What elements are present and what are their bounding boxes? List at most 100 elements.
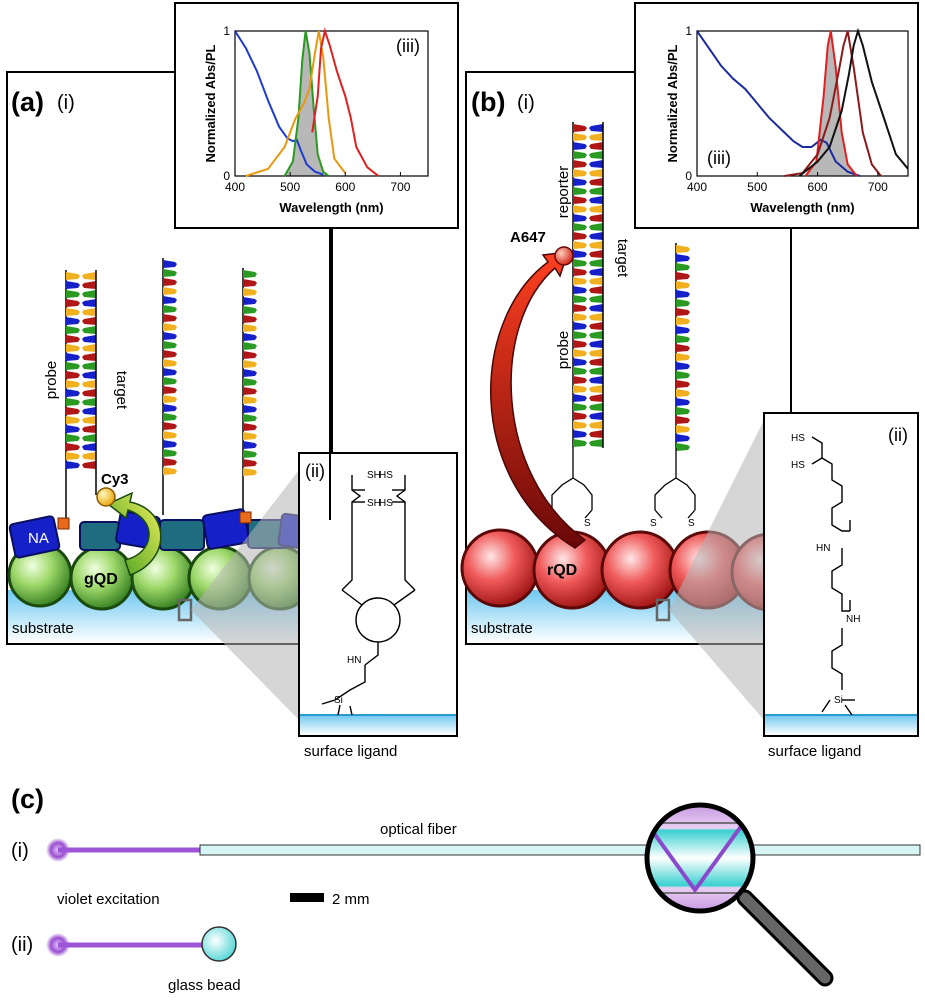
dna-base bbox=[676, 389, 690, 397]
chart-sub-label: (iii) bbox=[396, 36, 420, 56]
dna-base bbox=[243, 378, 257, 386]
dna-base bbox=[163, 395, 177, 403]
dna-base bbox=[82, 407, 96, 415]
dna-base bbox=[589, 304, 603, 312]
dna-base bbox=[163, 314, 177, 322]
x-tick-label: 700 bbox=[390, 180, 410, 194]
dna-base bbox=[573, 439, 587, 447]
dna-base bbox=[66, 461, 80, 469]
y-tick-label: 0 bbox=[223, 169, 230, 183]
svg-text:NH: NH bbox=[846, 614, 860, 625]
dna-base bbox=[589, 241, 603, 249]
dna-base bbox=[676, 281, 690, 289]
dna-base bbox=[573, 214, 587, 222]
panel-b-a647-dye bbox=[554, 246, 574, 266]
dna-base bbox=[573, 160, 587, 168]
panel-b: S S S S rQD A647 reporter probe target (… bbox=[460, 2, 919, 760]
svg-text:(ii): (ii) bbox=[888, 425, 908, 445]
panel-c: (c) (i) (ii) optical fiber violet excita… bbox=[11, 784, 921, 994]
dna-base bbox=[66, 326, 80, 334]
violet-excitation-label: violet excitation bbox=[57, 891, 160, 908]
panel-a-sub-i: (i) bbox=[57, 92, 75, 114]
dna-base bbox=[589, 169, 603, 177]
dna-base bbox=[676, 335, 690, 343]
dna-base bbox=[82, 353, 96, 361]
x-axis-label: Wavelength (nm) bbox=[750, 200, 854, 215]
panel-a-cy3-dye bbox=[96, 487, 116, 507]
y-axis-label: Normalized Abs/PL bbox=[203, 44, 218, 162]
dna-base bbox=[66, 344, 80, 352]
dna-base bbox=[589, 160, 603, 168]
dna-base bbox=[66, 416, 80, 424]
panel-b-chart-frame bbox=[634, 2, 919, 229]
dna-base bbox=[573, 250, 587, 258]
dna-base bbox=[573, 430, 587, 438]
dna-base bbox=[573, 124, 587, 132]
panel-b-dna-strands bbox=[572, 122, 690, 451]
dna-base bbox=[66, 452, 80, 460]
series-line-2 bbox=[804, 30, 858, 177]
dna-base bbox=[676, 398, 690, 406]
scale-bar bbox=[290, 893, 324, 902]
dna-base bbox=[82, 281, 96, 289]
dna-base bbox=[163, 305, 177, 313]
chart-sub-label: (iii) bbox=[707, 148, 731, 168]
dna-base bbox=[82, 317, 96, 325]
dna-base bbox=[163, 278, 177, 286]
dna-base bbox=[243, 315, 257, 323]
dna-base bbox=[243, 279, 257, 287]
svg-text:HS: HS bbox=[379, 498, 393, 509]
svg-text:HN: HN bbox=[347, 655, 361, 666]
dna-base bbox=[589, 295, 603, 303]
dna-base bbox=[82, 425, 96, 433]
dna-base bbox=[676, 434, 690, 442]
dna-base bbox=[589, 232, 603, 240]
dna-base bbox=[66, 362, 80, 370]
dna-base bbox=[163, 323, 177, 331]
dna-base bbox=[573, 385, 587, 393]
dna-base bbox=[82, 290, 96, 298]
dna-base bbox=[66, 443, 80, 451]
dna-base bbox=[589, 133, 603, 141]
dna-base bbox=[82, 389, 96, 397]
scale-bar-label: 2 mm bbox=[332, 891, 370, 908]
plot-area bbox=[234, 30, 429, 177]
dna-base bbox=[589, 178, 603, 186]
svg-text:HS: HS bbox=[791, 460, 805, 471]
dna-base bbox=[82, 344, 96, 352]
dna-base bbox=[66, 317, 80, 325]
dna-base bbox=[676, 443, 690, 451]
svg-text:HN: HN bbox=[816, 543, 830, 554]
dna-base bbox=[243, 324, 257, 332]
panel-c-sub-ii: (ii) bbox=[11, 934, 33, 956]
dna-base bbox=[163, 350, 177, 358]
dna-base bbox=[573, 169, 587, 177]
dna-base bbox=[573, 358, 587, 366]
dna-base bbox=[66, 425, 80, 433]
panel-b-target-label: target bbox=[614, 239, 631, 278]
dna-base bbox=[243, 297, 257, 305]
dna-base bbox=[82, 434, 96, 442]
dna-base bbox=[589, 439, 603, 447]
panel-a-dna-strands bbox=[65, 258, 257, 525]
dna-base bbox=[66, 353, 80, 361]
panel-b-sub-i: (i) bbox=[517, 92, 535, 114]
dna-base bbox=[573, 277, 587, 285]
dna-base bbox=[573, 241, 587, 249]
dna-base bbox=[243, 342, 257, 350]
dna-base bbox=[82, 398, 96, 406]
dna-base bbox=[243, 459, 257, 467]
dna-base bbox=[163, 296, 177, 304]
dna-base bbox=[573, 133, 587, 141]
dna-base bbox=[163, 377, 177, 385]
dna-base bbox=[676, 245, 690, 253]
dna-base bbox=[163, 359, 177, 367]
dna-base bbox=[163, 458, 177, 466]
panel-a-probe-label: probe bbox=[43, 361, 60, 399]
x-tick-label: 600 bbox=[808, 180, 828, 194]
y-axis-label: Normalized Abs/PL bbox=[665, 44, 680, 162]
panel-a-target-label: target bbox=[113, 371, 130, 410]
dna-base bbox=[589, 214, 603, 222]
dna-base bbox=[676, 407, 690, 415]
